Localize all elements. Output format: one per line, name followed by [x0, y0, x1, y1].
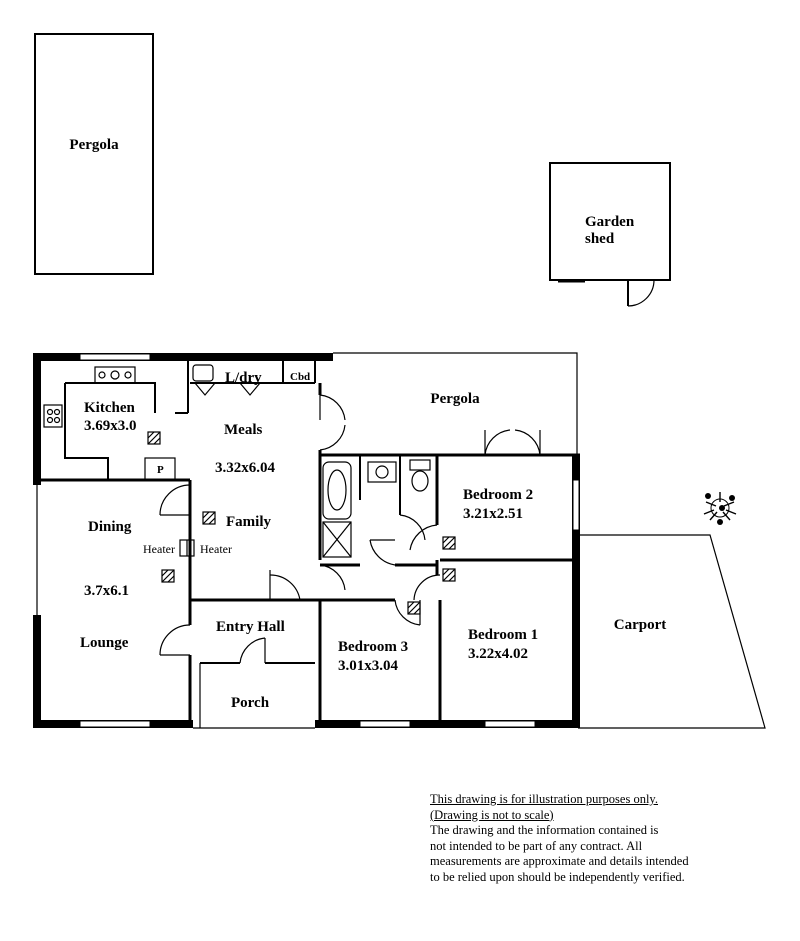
- disclaimer-line-2: (Drawing is not to scale): [430, 807, 554, 822]
- vent-icon: [442, 568, 456, 582]
- disclaimer-line-3: The drawing and the information containe…: [430, 823, 659, 837]
- bedroom3-size: 3.01x3.04: [338, 658, 399, 674]
- disclaimer-line-4: not intended to be part of any contract.…: [430, 838, 643, 853]
- garden-shed-label-2: shed: [585, 231, 615, 247]
- heater-right-label: Heater: [200, 542, 232, 556]
- porch-label: Porch: [231, 695, 270, 711]
- vent-icon: [161, 569, 175, 583]
- disclaimer-line-1: This drawing is for illustration purpose…: [430, 792, 658, 806]
- disclaimer-line-5: measurements are approximate and details…: [430, 854, 689, 868]
- door-swings: [159, 382, 541, 664]
- pergola-side-label: Pergola: [430, 391, 480, 407]
- pergola-rear: Pergola: [34, 33, 154, 275]
- lounge-label: Lounge: [80, 635, 129, 651]
- vent-icon: [147, 431, 161, 445]
- vent-icon: [202, 511, 216, 525]
- disclaimer: This drawing is for illustration purpose…: [430, 792, 770, 885]
- meals-label: Meals: [224, 422, 262, 438]
- pergola-side: Pergola: [333, 352, 578, 455]
- windows: [36, 353, 580, 728]
- garden-shed: Garden shed: [549, 162, 671, 307]
- disclaimer-line-6: to be relied upon should be independentl…: [430, 869, 685, 884]
- bedroom1-label: Bedroom 1: [468, 627, 538, 643]
- garden-shed-label-1: Garden: [585, 214, 635, 230]
- room-labels: L/dry Cbd Kitchen 3.69x3.0 P Meals 3.32x…: [80, 370, 538, 711]
- pantry-label: P: [157, 464, 164, 476]
- meals-size: 3.32x6.04: [215, 460, 276, 476]
- laundry-tub-icon: [192, 364, 214, 382]
- vent-icon: [442, 536, 456, 550]
- interior-walls: [41, 361, 580, 729]
- cupboard-label: Cbd: [290, 371, 310, 383]
- kitchen-size: 3.69x3.0: [84, 418, 137, 434]
- bedroom2-label: Bedroom 2: [463, 487, 533, 503]
- lounge-size: 3.7x6.1: [84, 583, 129, 599]
- stove-icon: [94, 366, 136, 384]
- fixtures: [43, 364, 456, 615]
- bedroom3-label: Bedroom 3: [338, 639, 408, 655]
- family-label: Family: [226, 514, 271, 530]
- dining-label: Dining: [88, 519, 132, 535]
- carport-label: Carport: [614, 617, 667, 633]
- kitchen-label: Kitchen: [84, 400, 135, 416]
- bedroom2-size: 3.21x2.51: [463, 506, 523, 522]
- entry-hall-label: Entry Hall: [216, 619, 285, 635]
- shrub-icon: [703, 492, 737, 525]
- laundry-label: L/dry: [225, 370, 262, 386]
- bedroom1-size: 3.22x4.02: [468, 646, 528, 662]
- vent-icon: [407, 601, 421, 615]
- heater-left-label: Heater: [143, 542, 175, 556]
- pergola-rear-label: Pergola: [69, 137, 119, 153]
- carport: Carport: [578, 534, 766, 729]
- sink-icon: [43, 404, 63, 428]
